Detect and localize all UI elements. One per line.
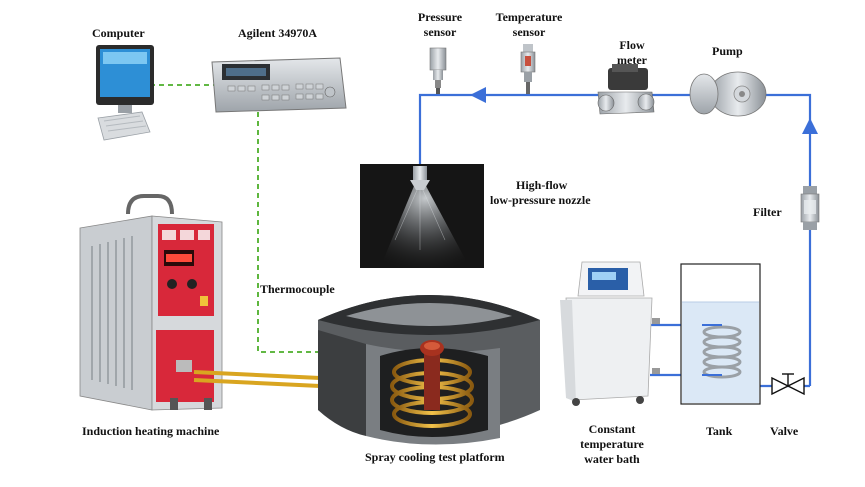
valve-icon bbox=[771, 373, 805, 396]
tank-coil bbox=[702, 325, 742, 379]
label-tank: Tank bbox=[706, 424, 733, 438]
label-valve: Valve bbox=[770, 424, 799, 438]
data-logger-icon bbox=[211, 57, 347, 113]
water-bath-icon bbox=[560, 261, 660, 406]
label-thermocouple: Thermocouple bbox=[260, 282, 335, 296]
pressure-sensor-icon bbox=[429, 47, 447, 94]
pump-icon bbox=[689, 71, 767, 117]
label-filter: Filter bbox=[753, 205, 782, 219]
label-pump: Pump bbox=[712, 44, 743, 58]
label-platform: Spray cooling test platform bbox=[365, 450, 505, 464]
nozzle-spray-image bbox=[360, 164, 484, 268]
temperature-sensor-icon bbox=[520, 44, 536, 94]
flow-arrow-up bbox=[802, 118, 818, 134]
label-agilent: Agilent 34970A bbox=[238, 26, 317, 40]
label-induction: Induction heating machine bbox=[82, 424, 220, 438]
test-platform-icon bbox=[318, 295, 540, 445]
flow-arrow-left bbox=[470, 87, 486, 103]
label-computer: Computer bbox=[92, 26, 145, 40]
tank-icon bbox=[680, 263, 761, 405]
induction-machine-icon bbox=[79, 194, 223, 411]
computer-icon bbox=[96, 45, 154, 141]
flow-meter-icon bbox=[597, 64, 655, 115]
filter-icon bbox=[800, 186, 820, 230]
